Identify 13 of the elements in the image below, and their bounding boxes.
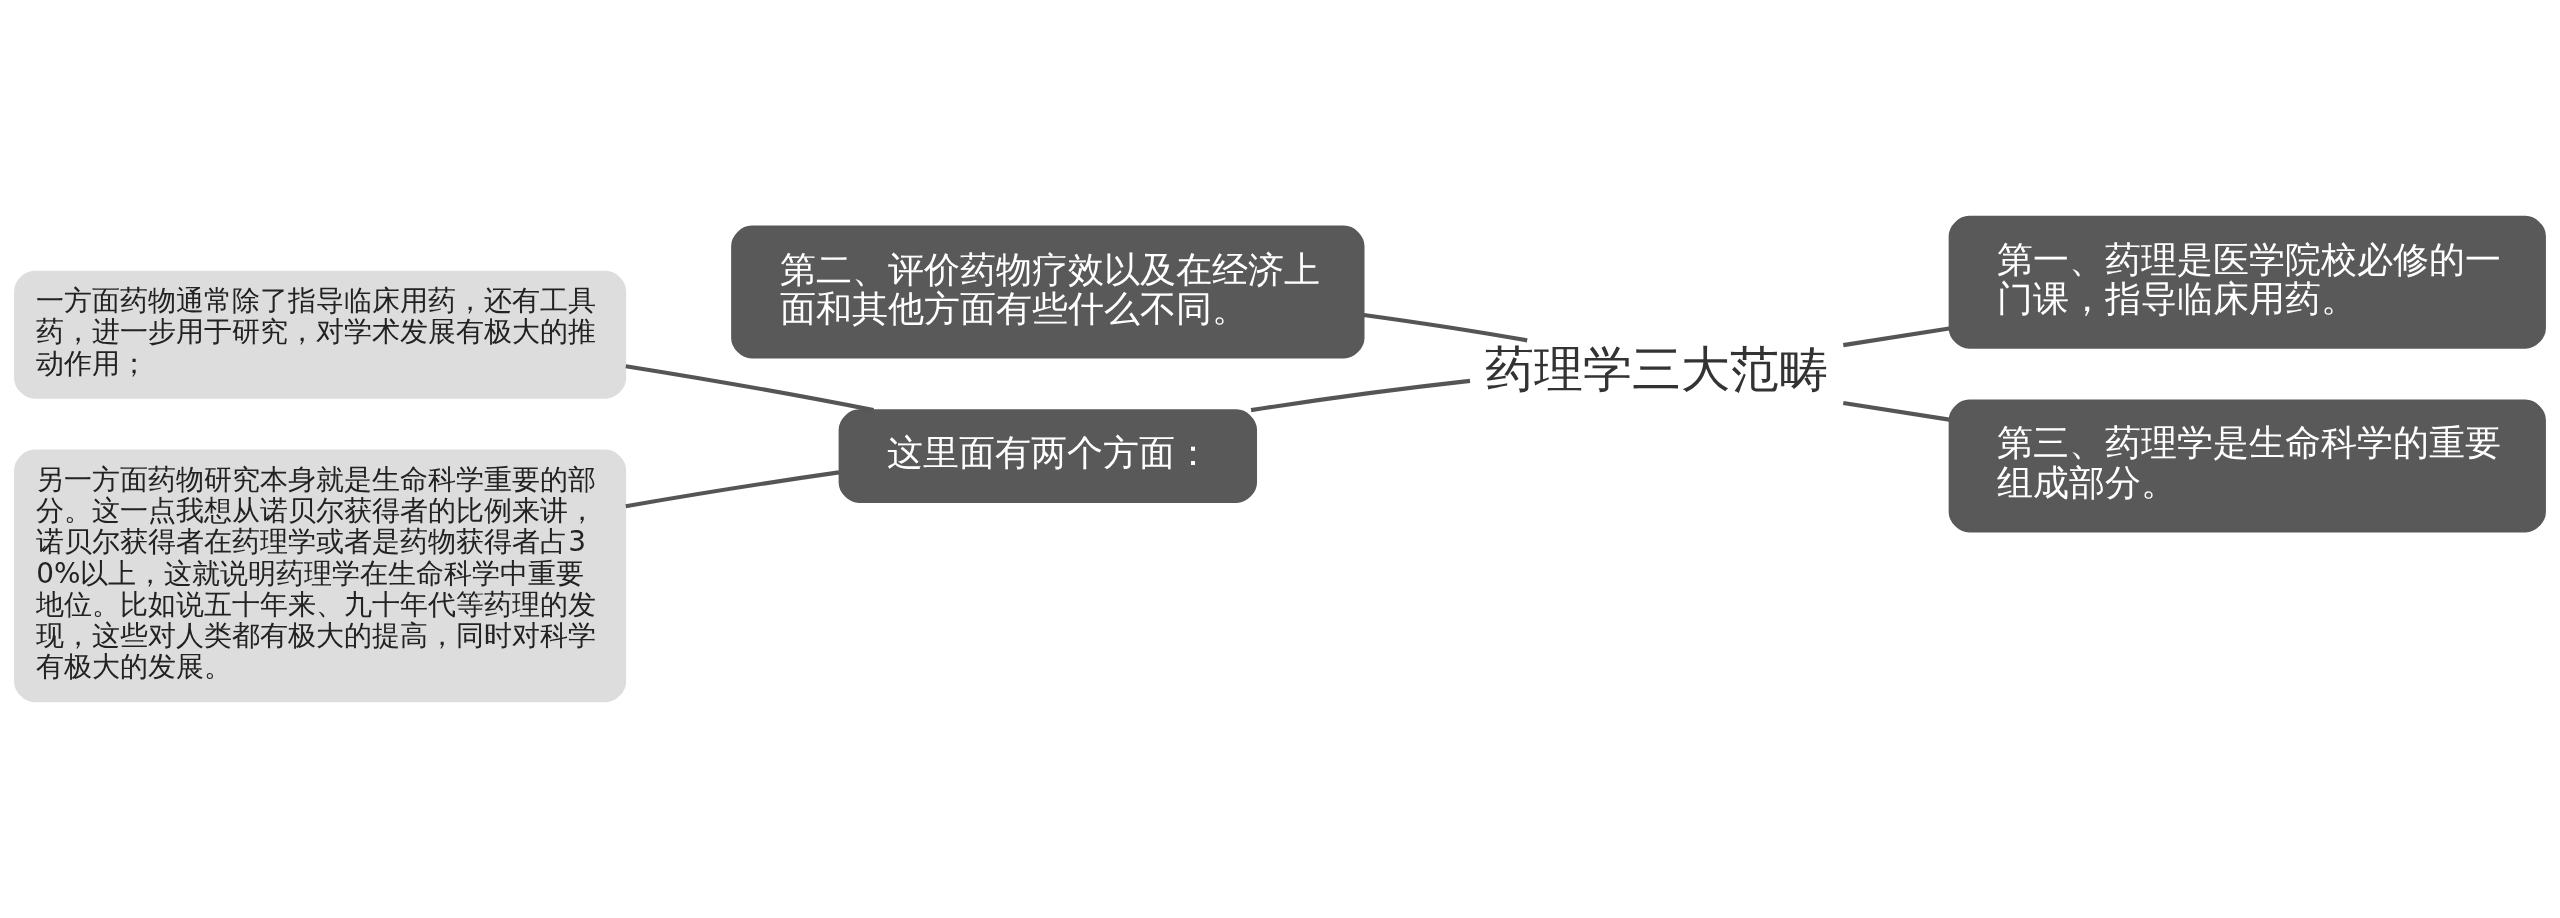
node-box: 第三、药理学是生命科学的重要组成部分。 — [1948, 399, 2546, 533]
node-box: 一方面药物通常除了指导临床用药，还有工具药，进一步用于研究，对学术发展有极大的推动作用； — [14, 270, 627, 399]
node-box: 这里面有两个方面： — [838, 409, 1258, 503]
connector — [1842, 326, 1950, 348]
connector — [1363, 312, 1528, 343]
node-box: 第一、药理是医学院校必修的一门课，指导临床用药。 — [1948, 215, 2546, 349]
node-box: 另一方面药物研究本身就是生命科学重要的部分。这一点我想从诺贝尔获得者的比例来讲，诺贝尔获得者在药理学或者是药物获得者占30%以上，这就说明药理学在生命科学中重要地位。比如说五十年来、九十年代等药理的发现，这些对人类都有极大的提高，同时对科学有极大的发展。 — [14, 449, 627, 703]
node-box: 第二、评价药物疗效以及在经济上面和其他方面有些什么不同。 — [731, 225, 1365, 359]
connector — [1250, 378, 1471, 413]
connector — [625, 470, 840, 509]
node-text: 药理学三大范畴 — [1485, 340, 1829, 399]
connector — [1842, 401, 1950, 422]
connector — [625, 364, 874, 413]
